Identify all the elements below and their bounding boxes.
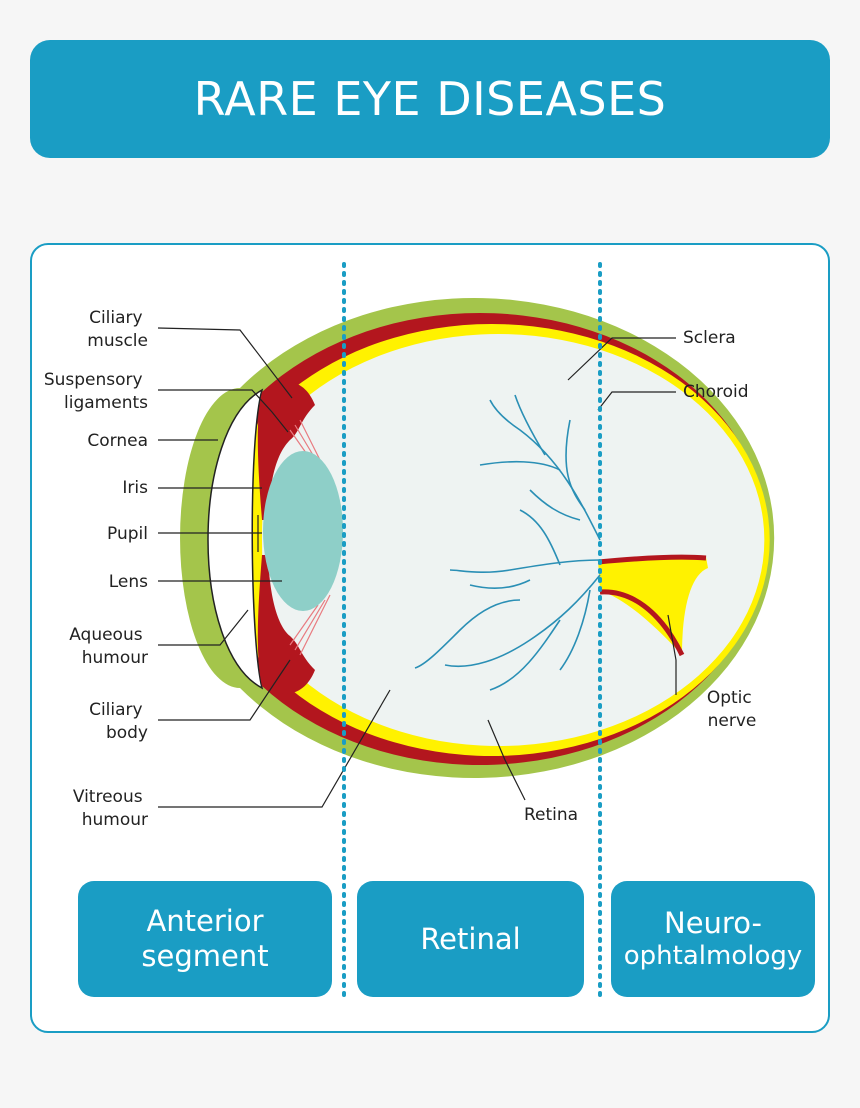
title-banner: RARE EYE DISEASES [30,40,830,158]
lens-shape [263,451,343,611]
optic-nerve-choroid [597,554,707,565]
label-cornea: Cornea [87,431,148,451]
label-lens: Lens [109,572,148,592]
optic-nerve-shape [598,557,708,655]
ciliary-body-upper [257,382,315,520]
label-choroid: Choroid [683,382,749,402]
category-anterior-line2: segment [141,939,269,973]
label-retina: Retina [524,805,578,825]
page-title: RARE EYE DISEASES [193,72,667,126]
category-anterior-segment[interactable]: Anterior segment [78,881,332,997]
label-iris: Iris [122,478,148,498]
label-suspensory-ligaments: Suspensory ligaments [44,370,148,413]
label-optic-nerve: Optic nerve [707,688,757,731]
label-ciliary-muscle: Ciliary muscle [87,308,148,351]
cornea-shape [207,388,264,690]
retinal-vessels [414,394,601,691]
label-ciliary-body: Ciliary body [89,700,148,743]
category-anterior-line1: Anterior [146,904,264,939]
label-vitreous-humour: Vitreous humour [73,787,148,830]
category-neuro-line1: Neuro- [664,906,762,940]
category-retinal[interactable]: Retinal [357,881,584,997]
vitreous-shape [262,334,765,746]
label-aqueous-humour: Aqueous humour [69,625,148,668]
leader-lines [157,327,677,808]
category-retinal-label: Retinal [420,921,521,956]
category-neuro-line2: ophtalmology [623,940,803,971]
label-pupil: Pupil [107,524,148,544]
category-neuro-ophtalmology[interactable]: Neuro- ophtalmology [611,881,815,997]
optic-nerve-choroid-lower [599,589,685,657]
label-sclera: Sclera [683,328,736,348]
ciliary-body-lower [257,555,315,694]
